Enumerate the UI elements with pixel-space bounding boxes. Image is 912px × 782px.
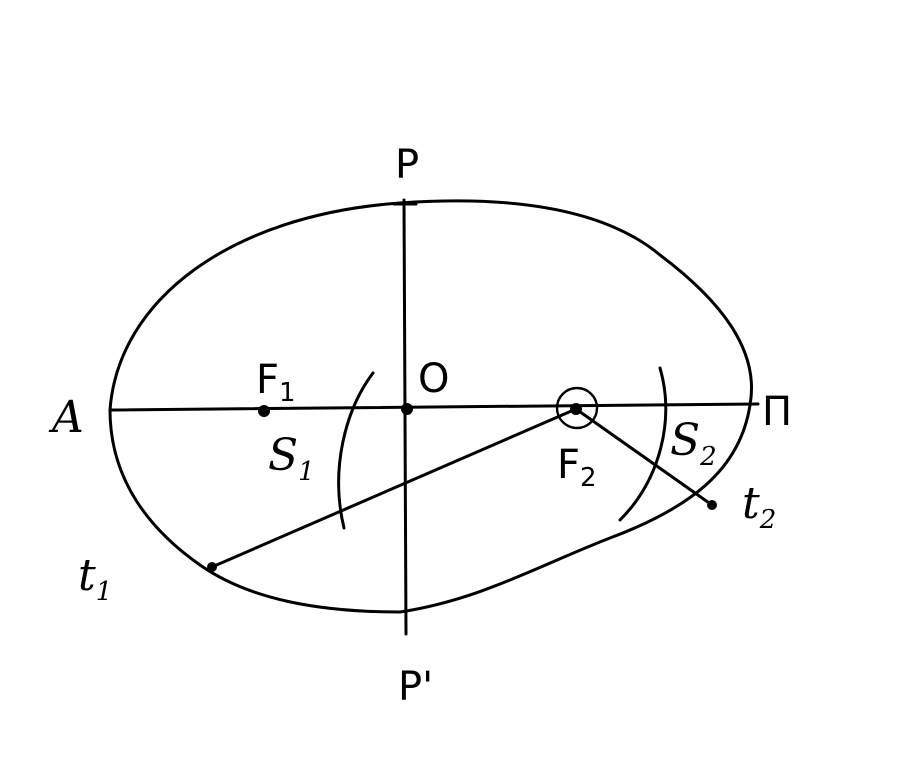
label-s2: S2 (670, 415, 717, 472)
label-p: P (395, 142, 419, 188)
label-t1: t1 (78, 550, 112, 607)
focus-f1-point (258, 405, 270, 417)
radius-vector-t2 (574, 407, 714, 507)
label-f1: F1 (256, 357, 296, 408)
label-t2: t2 (742, 478, 776, 535)
label-a: A (48, 392, 84, 443)
label-p-prime: P' (398, 664, 433, 710)
center-o-point (401, 403, 413, 415)
sun-circle (555, 386, 599, 430)
radius-vector-t1 (210, 407, 578, 569)
label-pi: Π (762, 389, 792, 435)
arc-s1 (337, 371, 375, 530)
label-f2: F2 (557, 442, 597, 493)
t2-point (707, 500, 717, 510)
orbit-ellipse (108, 199, 753, 614)
minor-axis (402, 198, 408, 636)
label-o: O (418, 356, 449, 402)
label-s1: S1 (268, 430, 315, 487)
arc-s2 (618, 366, 668, 522)
major-axis (108, 402, 760, 412)
focus-f2-point (570, 403, 582, 415)
t1-point (207, 562, 217, 572)
